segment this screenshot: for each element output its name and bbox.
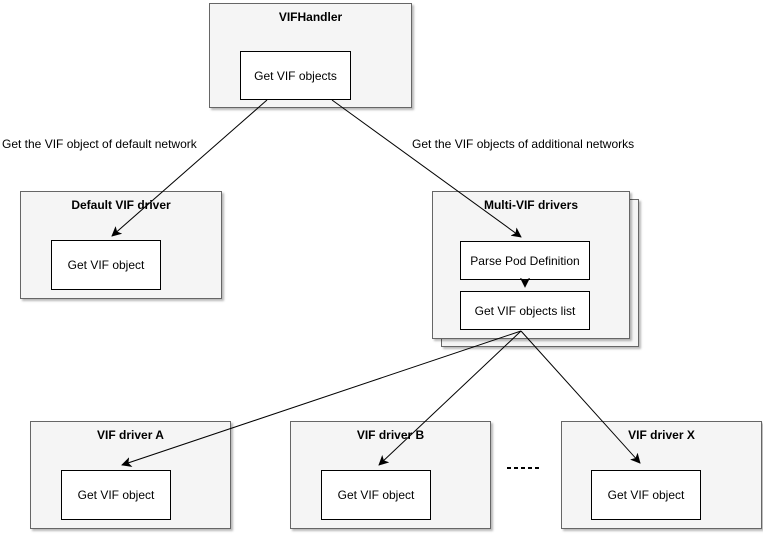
ellipsis-dashes-icon (507, 467, 539, 469)
node-default-vif-driver-action-label: Get VIF object (67, 258, 145, 272)
node-multi-vif-drivers-title: Multi-VIF drivers (483, 198, 578, 212)
node-vif-driver-b-action-label: Get VIF object (337, 488, 415, 502)
node-vif-driver-x-action-label: Get VIF object (607, 488, 685, 502)
node-parse-pod-definition-label: Parse Pod Definition (470, 253, 580, 268)
node-vif-driver-x-title: VIF driver X (628, 428, 695, 442)
node-parse-pod-definition: Parse Pod Definition (460, 241, 590, 280)
node-vif-driver-a-action: Get VIF object (61, 470, 171, 520)
node-default-vif-driver-action: Get VIF object (51, 240, 161, 290)
node-default-vif-driver-title: Default VIF driver (71, 198, 171, 212)
node-vif-driver-b-action: Get VIF object (321, 470, 431, 520)
node-vif-driver-a-action-label: Get VIF object (77, 488, 155, 502)
node-vifhandler-title: VIFHandler (278, 10, 343, 24)
node-get-vif-objects-list-label: Get VIF objects list (474, 303, 576, 318)
node-vif-driver-x-action: Get VIF object (591, 470, 701, 520)
node-get-vif-objects-list: Get VIF objects list (460, 291, 590, 330)
node-vifhandler-action: Get VIF objects (240, 51, 351, 100)
node-vif-driver-b-title: VIF driver B (356, 428, 425, 442)
edge-label-to-default: Get the VIF object of default network (2, 137, 197, 151)
node-vifhandler-action-label: Get VIF objects (254, 68, 337, 83)
node-vif-driver-a-title: VIF driver A (97, 428, 164, 442)
edge-label-to-multi: Get the VIF objects of additional networ… (412, 137, 635, 151)
